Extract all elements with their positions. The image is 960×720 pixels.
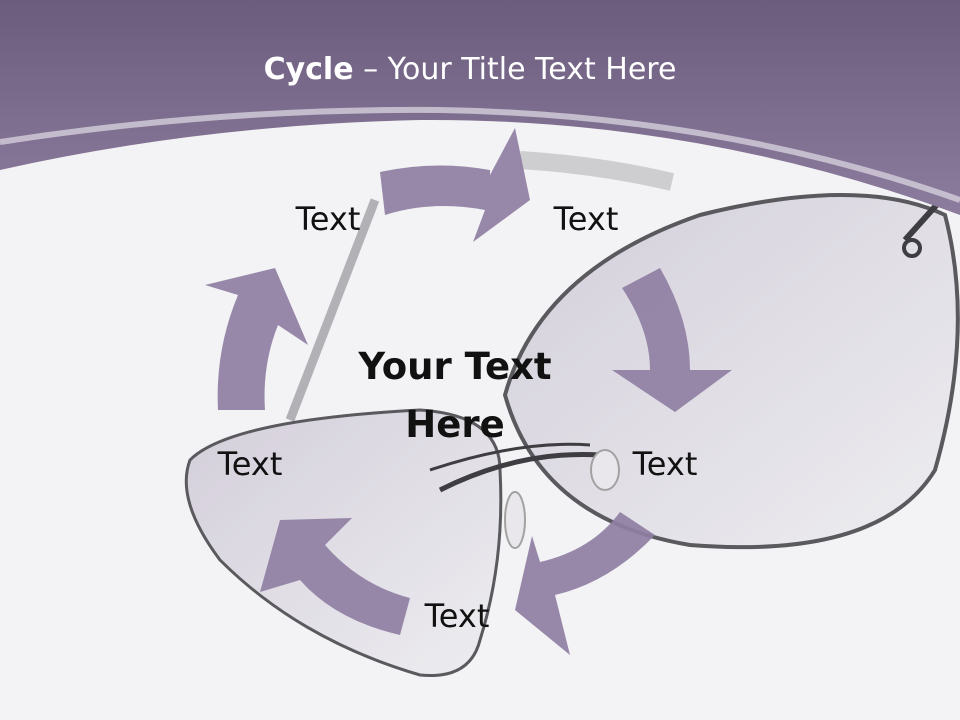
center-text: Your Text Here: [340, 338, 570, 454]
cycle-label-right: Text: [632, 445, 698, 483]
cycle-arrow-left: [205, 268, 308, 410]
sunglasses-image: [184, 151, 960, 678]
slide-title: Cycle – Your Title Text Here: [0, 52, 940, 87]
title-bold: Cycle: [263, 52, 354, 87]
cycle-label-top-right: Text: [553, 200, 619, 238]
center-line-2: Here: [405, 403, 505, 446]
cycle-label-bottom: Text: [424, 597, 490, 635]
cycle-arrow-right: [612, 268, 732, 412]
cycle-label-top-left: Text: [295, 200, 361, 238]
title-rest: – Your Title Text Here: [353, 52, 677, 87]
cycle-arrow-top: [380, 128, 530, 242]
center-line-1: Your Text: [358, 345, 552, 388]
cycle-label-left: Text: [217, 445, 283, 483]
cycle-arrow-bottom-right: [515, 512, 655, 655]
cycle-arrow-bottom-left: [260, 518, 410, 635]
header-band: [0, 0, 960, 215]
